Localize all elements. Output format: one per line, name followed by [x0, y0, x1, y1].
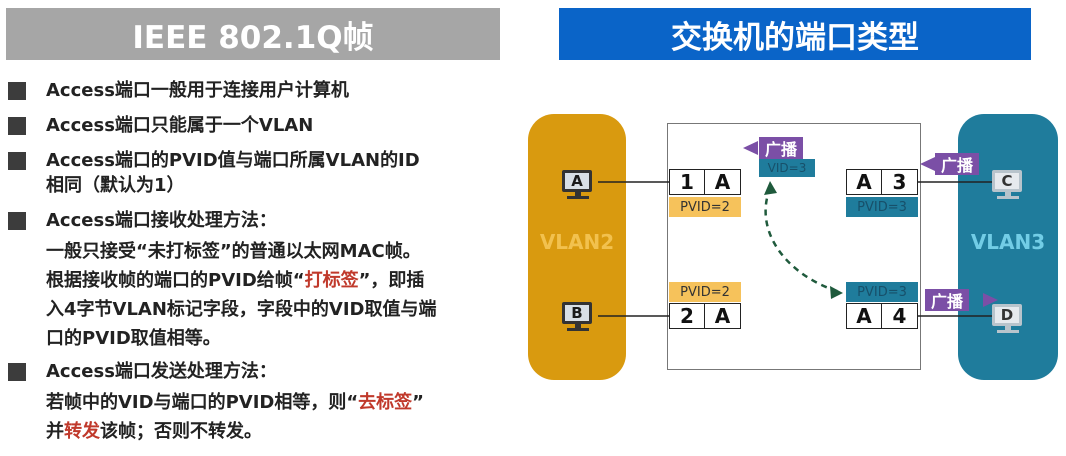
bullet-text: Access端口一般用于连接用户计算机 [46, 80, 349, 101]
port-2-pvid: PVID=2 [669, 282, 741, 302]
tag-keyword: 打标签 [304, 270, 359, 291]
port-2-number: 2 [669, 303, 705, 329]
port-1-type: A [705, 169, 741, 195]
port-1-pvid: PVID=2 [669, 197, 741, 217]
receive-line: 根据接收帧的端口的PVID给帧“打标签”，即插 [46, 266, 508, 295]
host-d-screen-icon: D [992, 304, 1022, 326]
tagged-frame-broadcast: 广播 [759, 137, 804, 159]
port-3-type: A [846, 169, 882, 195]
send-text: 并 [46, 421, 64, 442]
host-base [567, 328, 589, 331]
untag-keyword: 去标签 [358, 392, 413, 413]
left-title: IEEE 802.1Q帧 [6, 8, 500, 60]
host-a: A [562, 170, 594, 199]
send-line: 若帧中的VID与端口的PVID相等，则“去标签” [46, 388, 508, 417]
bullet-item: Access端口的PVID值与端口所属VLAN的ID 相同（默认为1） [8, 148, 508, 198]
port-1-number: 1 [669, 169, 705, 195]
bullet-item: Access端口一般用于连接用户计算机 [8, 78, 508, 103]
broadcast-arrow-c [920, 157, 935, 171]
host-stand [1005, 192, 1011, 196]
broadcast-frame-d: 广播 [925, 289, 970, 311]
host-base [997, 196, 1019, 199]
bullet-item: Access端口只能属于一个VLAN [8, 113, 508, 138]
forward-keyword: 转发 [64, 421, 100, 442]
bullet-text: Access端口发送处理方法： [46, 361, 277, 382]
bullet-item: Access端口发送处理方法： [8, 359, 508, 384]
send-line: 并转发该帧；否则不转发。 [46, 417, 508, 446]
bullet-square-icon [8, 117, 26, 135]
host-c: C [992, 170, 1024, 199]
port-3: A 3 [846, 169, 918, 195]
bullet-text-cont: 相同（默认为1） [46, 175, 185, 196]
bullet-item: Access端口接收处理方法： [8, 208, 508, 233]
broadcast-frame-c: 广播 [935, 153, 980, 175]
vlan2-label: VLAN2 [539, 230, 615, 254]
host-stand [1005, 326, 1011, 330]
host-b: B [562, 302, 594, 331]
port-2-type: A [705, 303, 741, 329]
send-text: 该帧；否则不转发。 [100, 421, 262, 442]
host-b-screen-icon: B [562, 302, 592, 324]
bullet-text: Access端口只能属于一个VLAN [46, 115, 314, 136]
port-4-number: 4 [882, 303, 918, 329]
receive-line: 入4字节VLAN标记字段，字段中的VID取值与端 [46, 299, 437, 320]
receive-line: 一般只接受“未打标签”的普通以太网MAC帧。 [46, 241, 421, 262]
vlan2-zone: VLAN2 [528, 114, 626, 380]
port-1: 1 A [669, 169, 741, 195]
right-title: 交换机的端口类型 [559, 8, 1031, 60]
broadcast-arrow-left [743, 141, 758, 155]
port-3-pvid: PVID=3 [846, 197, 918, 217]
port-3-number: 3 [882, 169, 918, 195]
port-4-pvid: PVID=3 [846, 282, 918, 302]
vlan3-zone: VLAN3 [958, 114, 1058, 380]
port-2: 2 A [669, 303, 741, 329]
host-stand [575, 192, 581, 196]
receive-text: 根据接收帧的端口的PVID给帧“ [46, 270, 305, 291]
port-4: A 4 [846, 303, 918, 329]
host-c-screen-icon: C [992, 170, 1022, 192]
bullet-square-icon [8, 152, 26, 170]
send-text: 若帧中的VID与端口的PVID相等，则“ [46, 392, 359, 413]
host-base [997, 330, 1019, 333]
forward-path [764, 187, 841, 294]
bullet-square-icon [8, 363, 26, 381]
vlan3-label: VLAN3 [970, 230, 1046, 254]
bullet-square-icon [8, 82, 26, 100]
host-a-screen-icon: A [562, 170, 592, 192]
port-4-type: A [846, 303, 882, 329]
send-method: 若帧中的VID与端口的PVID相等，则“去标签” 并转发该帧；否则不转发。 [8, 388, 508, 446]
bullet-text: Access端口的PVID值与端口所属VLAN的ID [46, 150, 420, 171]
receive-text: ”，即插 [358, 270, 425, 291]
bullet-list: Access端口一般用于连接用户计算机 Access端口只能属于一个VLAN A… [8, 78, 508, 446]
tagged-frame-vid: VID=3 [759, 159, 815, 177]
receive-line: 口的PVID取值相等。 [46, 328, 221, 349]
broadcast-arrow-d [983, 293, 998, 307]
receive-method: 一般只接受“未打标签”的普通以太网MAC帧。 根据接收帧的端口的PVID给帧“打… [8, 237, 508, 353]
forward-arrow-head [830, 286, 843, 299]
send-text: ” [412, 392, 425, 413]
bullet-square-icon [8, 212, 26, 230]
bullet-text: Access端口接收处理方法： [46, 210, 277, 231]
host-stand [575, 324, 581, 328]
host-d: D [992, 304, 1024, 333]
forward-arrow-head [764, 181, 777, 195]
host-base [567, 196, 589, 199]
